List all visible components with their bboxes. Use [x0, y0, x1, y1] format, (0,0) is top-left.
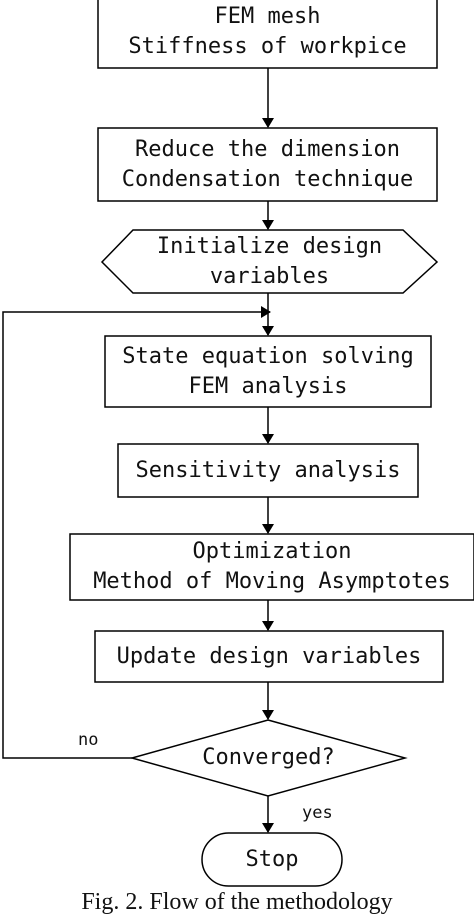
- init-hexagon: [100, 229, 439, 294]
- state-line-2: FEM analysis: [188, 373, 348, 399]
- converged-text: Converged?: [132, 720, 405, 796]
- optimization-line-1: Optimization: [192, 539, 352, 564]
- fem-mesh-line-2: Stiffness of workpice: [128, 34, 407, 59]
- reduce-box: [97, 127, 438, 202]
- update-line-1: Update design variables: [116, 643, 422, 669]
- init-line-2: variables: [209, 263, 330, 289]
- fem-mesh-text: FEM mesh Stiffness of workpice: [98, 0, 437, 68]
- init-line-1: Initialize design: [156, 233, 383, 259]
- edge-label-no: no: [78, 730, 99, 750]
- state-text: State equation solving FEM analysis: [105, 336, 431, 407]
- edge-no-loop: [2, 306, 271, 759]
- converged-line-1: Converged?: [202, 745, 335, 770]
- stop-terminal: [201, 832, 343, 887]
- reduce-line-1: Reduce the dimension: [135, 136, 400, 162]
- edge-label-yes: yes: [302, 803, 333, 823]
- figure-caption: Fig. 2. Flow of the methodology: [81, 889, 393, 915]
- reduce-text: Reduce the dimension Condensation techni…: [98, 128, 437, 201]
- sensitivity-box: [117, 443, 419, 498]
- state-box: [104, 335, 432, 408]
- sensitivity-line-1: Sensitivity analysis: [135, 457, 401, 483]
- update-text: Update design variables: [95, 631, 443, 682]
- stop-text: Stop: [202, 833, 342, 886]
- reduce-line-2: Condensation technique: [121, 166, 414, 192]
- optimization-box: [69, 533, 474, 601]
- fem-mesh-line-1: FEM mesh: [214, 4, 321, 29]
- optimization-line-2: Method of Moving Asymptotes: [93, 569, 451, 594]
- optimization-text: Optimization Method of Moving Asymptotes: [70, 534, 474, 600]
- sensitivity-text: Sensitivity analysis: [118, 444, 418, 497]
- stop-line-1: Stop: [245, 846, 299, 872]
- fem-mesh-box: [97, 0, 438, 69]
- update-box: [94, 630, 444, 683]
- state-line-1: State equation solving: [122, 343, 414, 369]
- init-text: Initialize design variables: [102, 230, 437, 293]
